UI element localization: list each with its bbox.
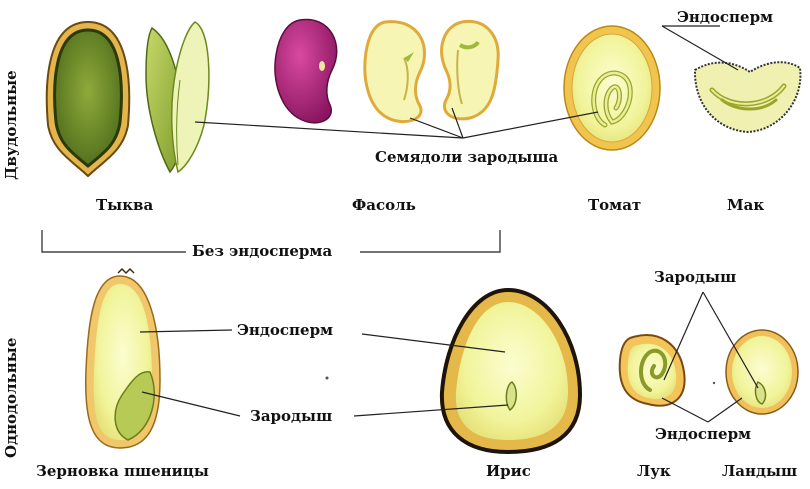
iris-seed	[439, 287, 583, 455]
endosperm-bottom-label: Эндосперм	[655, 425, 752, 443]
iris-label: Ирис	[486, 462, 531, 480]
tomato-label: Томат	[588, 196, 642, 214]
wheat-grain	[84, 267, 161, 449]
pumpkin-seed	[45, 20, 131, 178]
pumpkin-label: Тыква	[96, 196, 154, 214]
poppy-label: Мак	[727, 196, 765, 214]
onion-seed	[618, 334, 686, 407]
leader-lines	[41, 25, 759, 423]
embryo-mid-label: Зародыш	[250, 407, 333, 425]
bean-seed	[274, 18, 338, 124]
onion-label: Лук	[637, 462, 671, 480]
wheat-label: Зерновка пшеницы	[36, 462, 209, 480]
embryo-right-label: Зародыш	[654, 268, 737, 286]
bean-halves	[363, 19, 500, 123]
endosperm-top-label: Эндосперм	[677, 8, 774, 26]
monocots-label: Однодольные	[2, 337, 20, 458]
dicots-label: Двудольные	[2, 70, 20, 180]
poppy-seed	[693, 61, 802, 134]
no-endosperm-label: Без эндосперма	[192, 242, 333, 260]
tomato-seed	[563, 25, 661, 151]
pumpkin-cotyledons	[145, 21, 210, 174]
endosperm-mid-label: Эндосперм	[237, 321, 334, 339]
cotyledons-label: Семядоли зародыша	[375, 148, 559, 166]
lily-label: Ландыш	[722, 462, 798, 480]
bean-label: Фасоль	[352, 196, 416, 214]
